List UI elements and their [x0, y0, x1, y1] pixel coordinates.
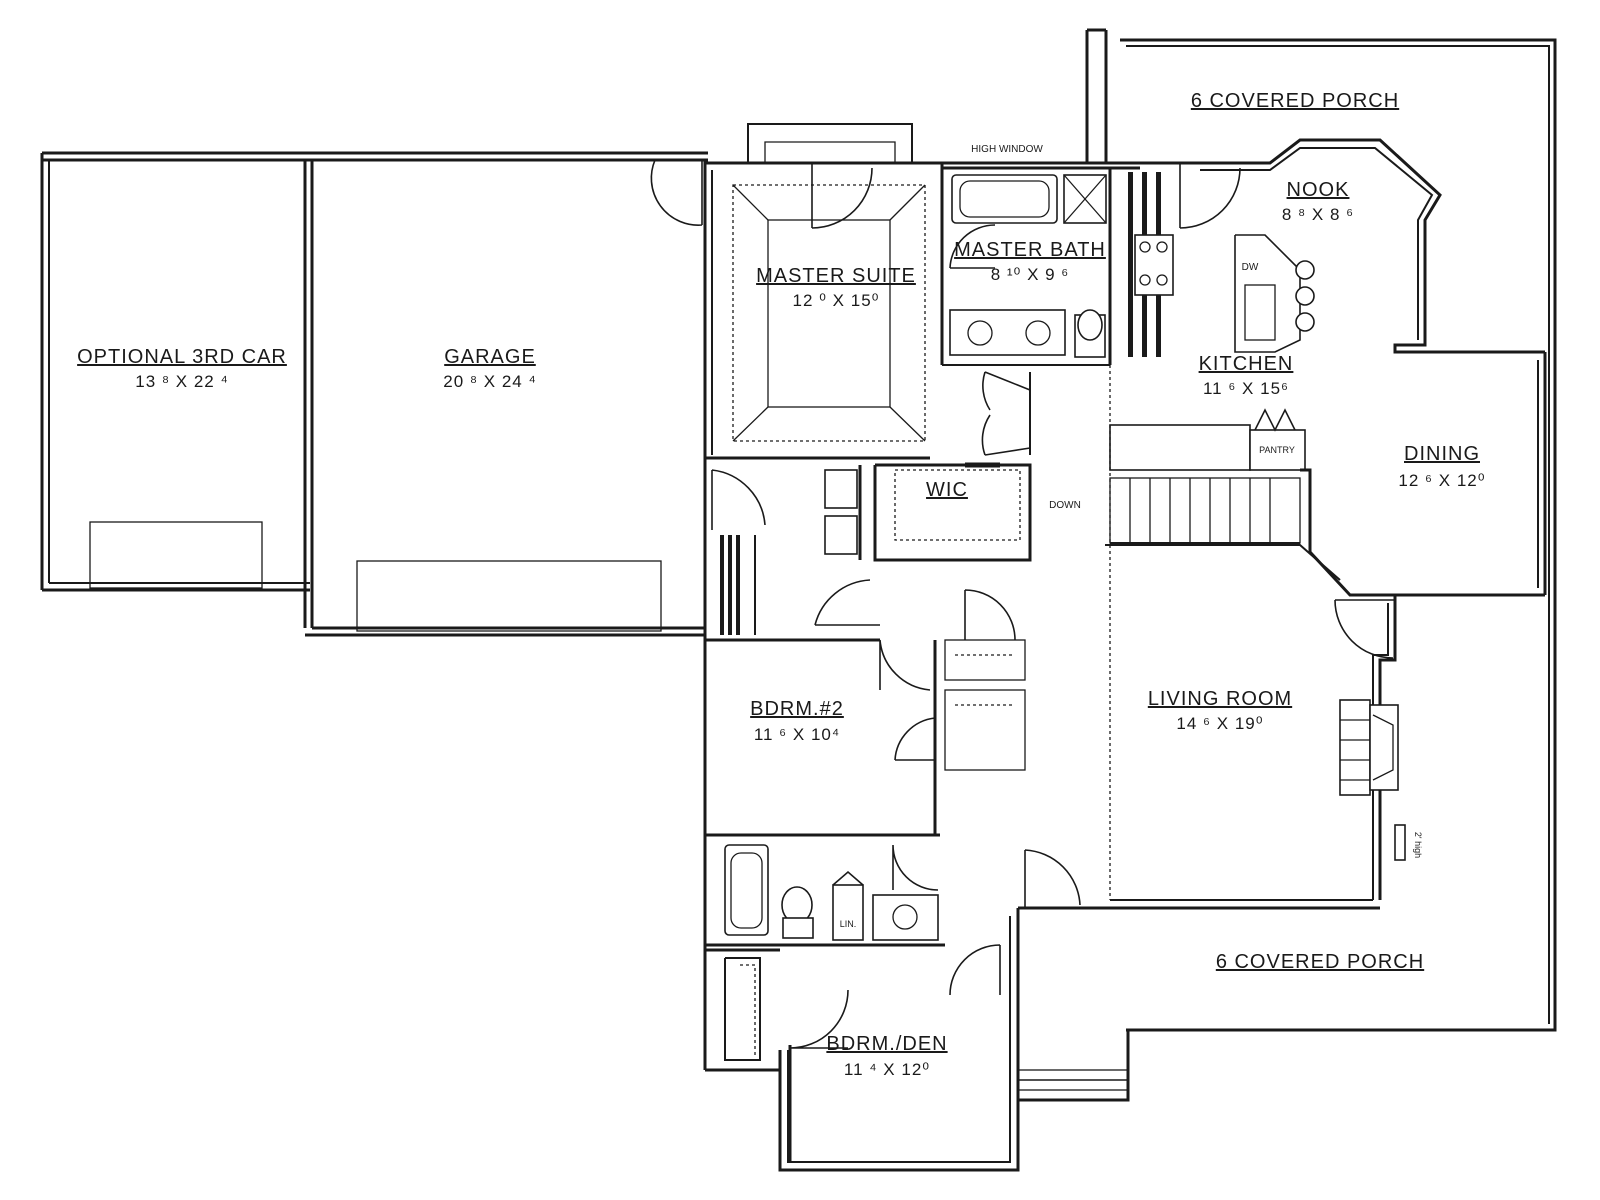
living-label: LIVING ROOM — [1148, 688, 1292, 710]
dining-label: DINING — [1404, 443, 1480, 465]
den-label: BDRM./DEN — [826, 1033, 947, 1055]
living-size: 14 ⁶ X 19⁰ — [1176, 714, 1263, 733]
master-suite-size: 12 ⁰ X 15⁰ — [793, 291, 880, 310]
master-bath-size: 8 ¹⁰ X 9 ⁶ — [991, 265, 1070, 284]
master-suite-walls — [705, 163, 944, 460]
nook-label: NOOK — [1287, 179, 1350, 201]
master-bath-label: MASTER BATH — [954, 239, 1106, 261]
pantry-label: PANTRY — [1259, 445, 1295, 455]
kitchen — [1109, 163, 1315, 900]
hall-bath — [705, 844, 945, 947]
master-bath — [942, 166, 1161, 366]
master-suite-label: MASTER SUITE — [756, 265, 916, 287]
bdrm2-label: BDRM.#2 — [750, 698, 844, 720]
kitchen-size: 11 ⁶ X 15⁶ — [1203, 379, 1289, 398]
bdrm2 — [705, 579, 1026, 837]
wic-label: WIC — [926, 479, 968, 501]
garage-label: GARAGE — [444, 346, 536, 368]
third-car-label: OPTIONAL 3RD CAR — [77, 346, 287, 368]
house-walls — [703, 28, 1557, 1172]
living-room — [1024, 599, 1406, 908]
kitchen-label: KITCHEN — [1199, 353, 1294, 375]
porch-bottom-label: 6 COVERED PORCH — [1216, 951, 1424, 973]
garage-size: 20 ⁸ X 24 ⁴ — [443, 372, 537, 391]
dining-size: 12 ⁶ X 12⁰ — [1398, 471, 1485, 490]
third-car-size: 13 ⁸ X 22 ⁴ — [135, 372, 229, 391]
porch-top-label: 6 COVERED PORCH — [1191, 90, 1399, 112]
bdrm2-size: 11 ⁶ X 10⁴ — [754, 725, 840, 744]
dishwasher-label: DW — [1242, 262, 1259, 273]
stairs — [1105, 468, 1395, 597]
high-window-note: HIGH WINDOW — [971, 144, 1043, 155]
garage-walls — [40, 151, 708, 637]
nook-size: 8 ⁸ X 8 ⁶ — [1282, 205, 1354, 224]
wic — [711, 462, 1032, 635]
high-wall-note: 2' high — [1413, 832, 1423, 858]
den-size: 11 ⁴ X 12⁰ — [844, 1060, 930, 1079]
stairs-down-note: DOWN — [1049, 500, 1081, 511]
den — [705, 944, 1001, 1162]
linen-label: LIN. — [840, 919, 857, 929]
